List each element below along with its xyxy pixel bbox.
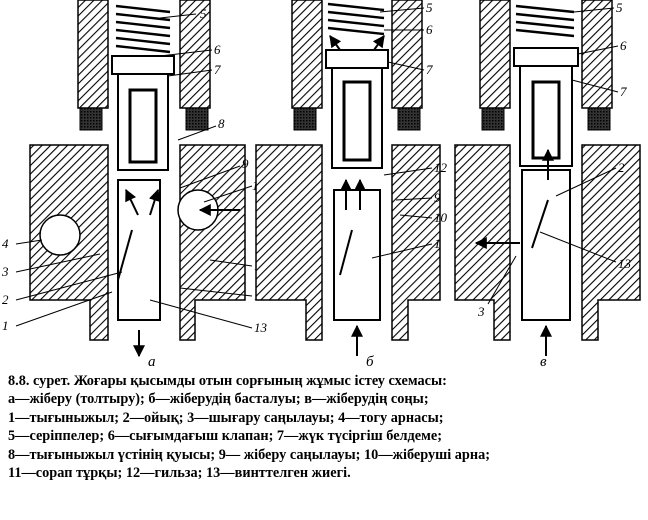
valve-seat-seal-right [185,107,209,131]
upper-sleeve-left [291,0,323,109]
panel-b: 5 6 7 12 9 10 1 б [255,0,448,370]
plunger [333,189,381,321]
callout-a-5: 5 [200,6,207,21]
panel-a: 5 6 7 8 9 10 4 3 11 2 12 1 13 а [1,0,268,370]
valve-seat-seal-left [293,107,317,131]
pump-housing-right [581,144,641,341]
callout-a-4: 4 [2,236,9,251]
callout-a-3: 3 [1,264,9,279]
spring [115,4,171,54]
caption-panels-legend: а—жіберу (толтыру); б—жіберудің басталуы… [8,391,429,408]
callout-a-8: 8 [218,116,225,131]
upper-sleeve-left [479,0,511,109]
caption-parts-line-2: 5—серіппелер; 6—сығымдағыш клапан; 7—жүк… [8,428,442,445]
plunger [521,169,571,321]
panel-letter-c: в [540,354,547,370]
delivery-valve [513,47,579,67]
panel-c: 5 6 7 2 3 13 в [454,0,641,370]
callout-a-6: 6 [214,42,221,57]
figure-caption: 8.8. сурет. Жоғары қысымды отын сорғының… [8,372,644,482]
callout-a-1: 1 [2,318,9,333]
upper-sleeve-left [77,0,109,109]
callout-a-2: 2 [2,292,9,307]
valve-core [128,88,158,164]
callout-a-9: 9 [242,156,249,171]
callout-b-10: 10 [434,210,448,225]
callout-c-13: 13 [618,256,632,271]
callout-c-5: 5 [616,0,623,15]
delivery-valve [111,55,175,75]
pump-housing-right [391,144,441,341]
valve-seat-seal-right [397,107,421,131]
pump-diagram: 5 6 7 8 9 10 4 3 11 2 12 1 13 а [1,0,641,370]
valve-seat-seal-right [587,107,611,131]
valve-seat-seal-left [79,107,103,131]
callout-b-9: 9 [434,190,441,205]
callout-b-5: 5 [426,0,433,15]
valve-core [342,80,372,162]
upper-sleeve-right [581,0,613,109]
callout-a-7: 7 [214,62,221,77]
feed-channel-left [39,214,81,256]
caption-parts-line-3: 8—тығыныжыл үстінің қуысы; 9— жіберу саң… [8,446,491,463]
callout-c-7: 7 [620,84,627,99]
callout-c-6: 6 [620,38,627,53]
callout-b-1: 1 [434,236,441,251]
delivery-valve [325,49,389,69]
spring [515,4,575,38]
caption-parts-line-4: 11—сорап тұрқы; 12—гильза; 13—винттелген… [8,465,351,482]
panel-letter-a: а [148,354,156,370]
callout-b-12: 12 [434,160,448,175]
valve-seat-seal-left [481,107,505,131]
caption-parts-line-1: 1—тығыныжыл; 2—ойық; 3—шығару саңылауы; … [8,409,444,426]
pump-housing-left [255,144,323,341]
callout-c-3: 3 [477,304,485,319]
panel-letter-b: б [366,354,374,370]
callout-b-6: 6 [426,22,433,37]
valve-core [531,80,561,160]
upper-sleeve-right [391,0,423,109]
callout-c-2: 2 [618,160,625,175]
spring [327,2,385,36]
caption-title: 8.8. сурет. Жоғары қысымды отын сорғының… [8,373,447,389]
callout-a-13: 13 [254,320,268,335]
callout-b-7: 7 [426,62,433,77]
